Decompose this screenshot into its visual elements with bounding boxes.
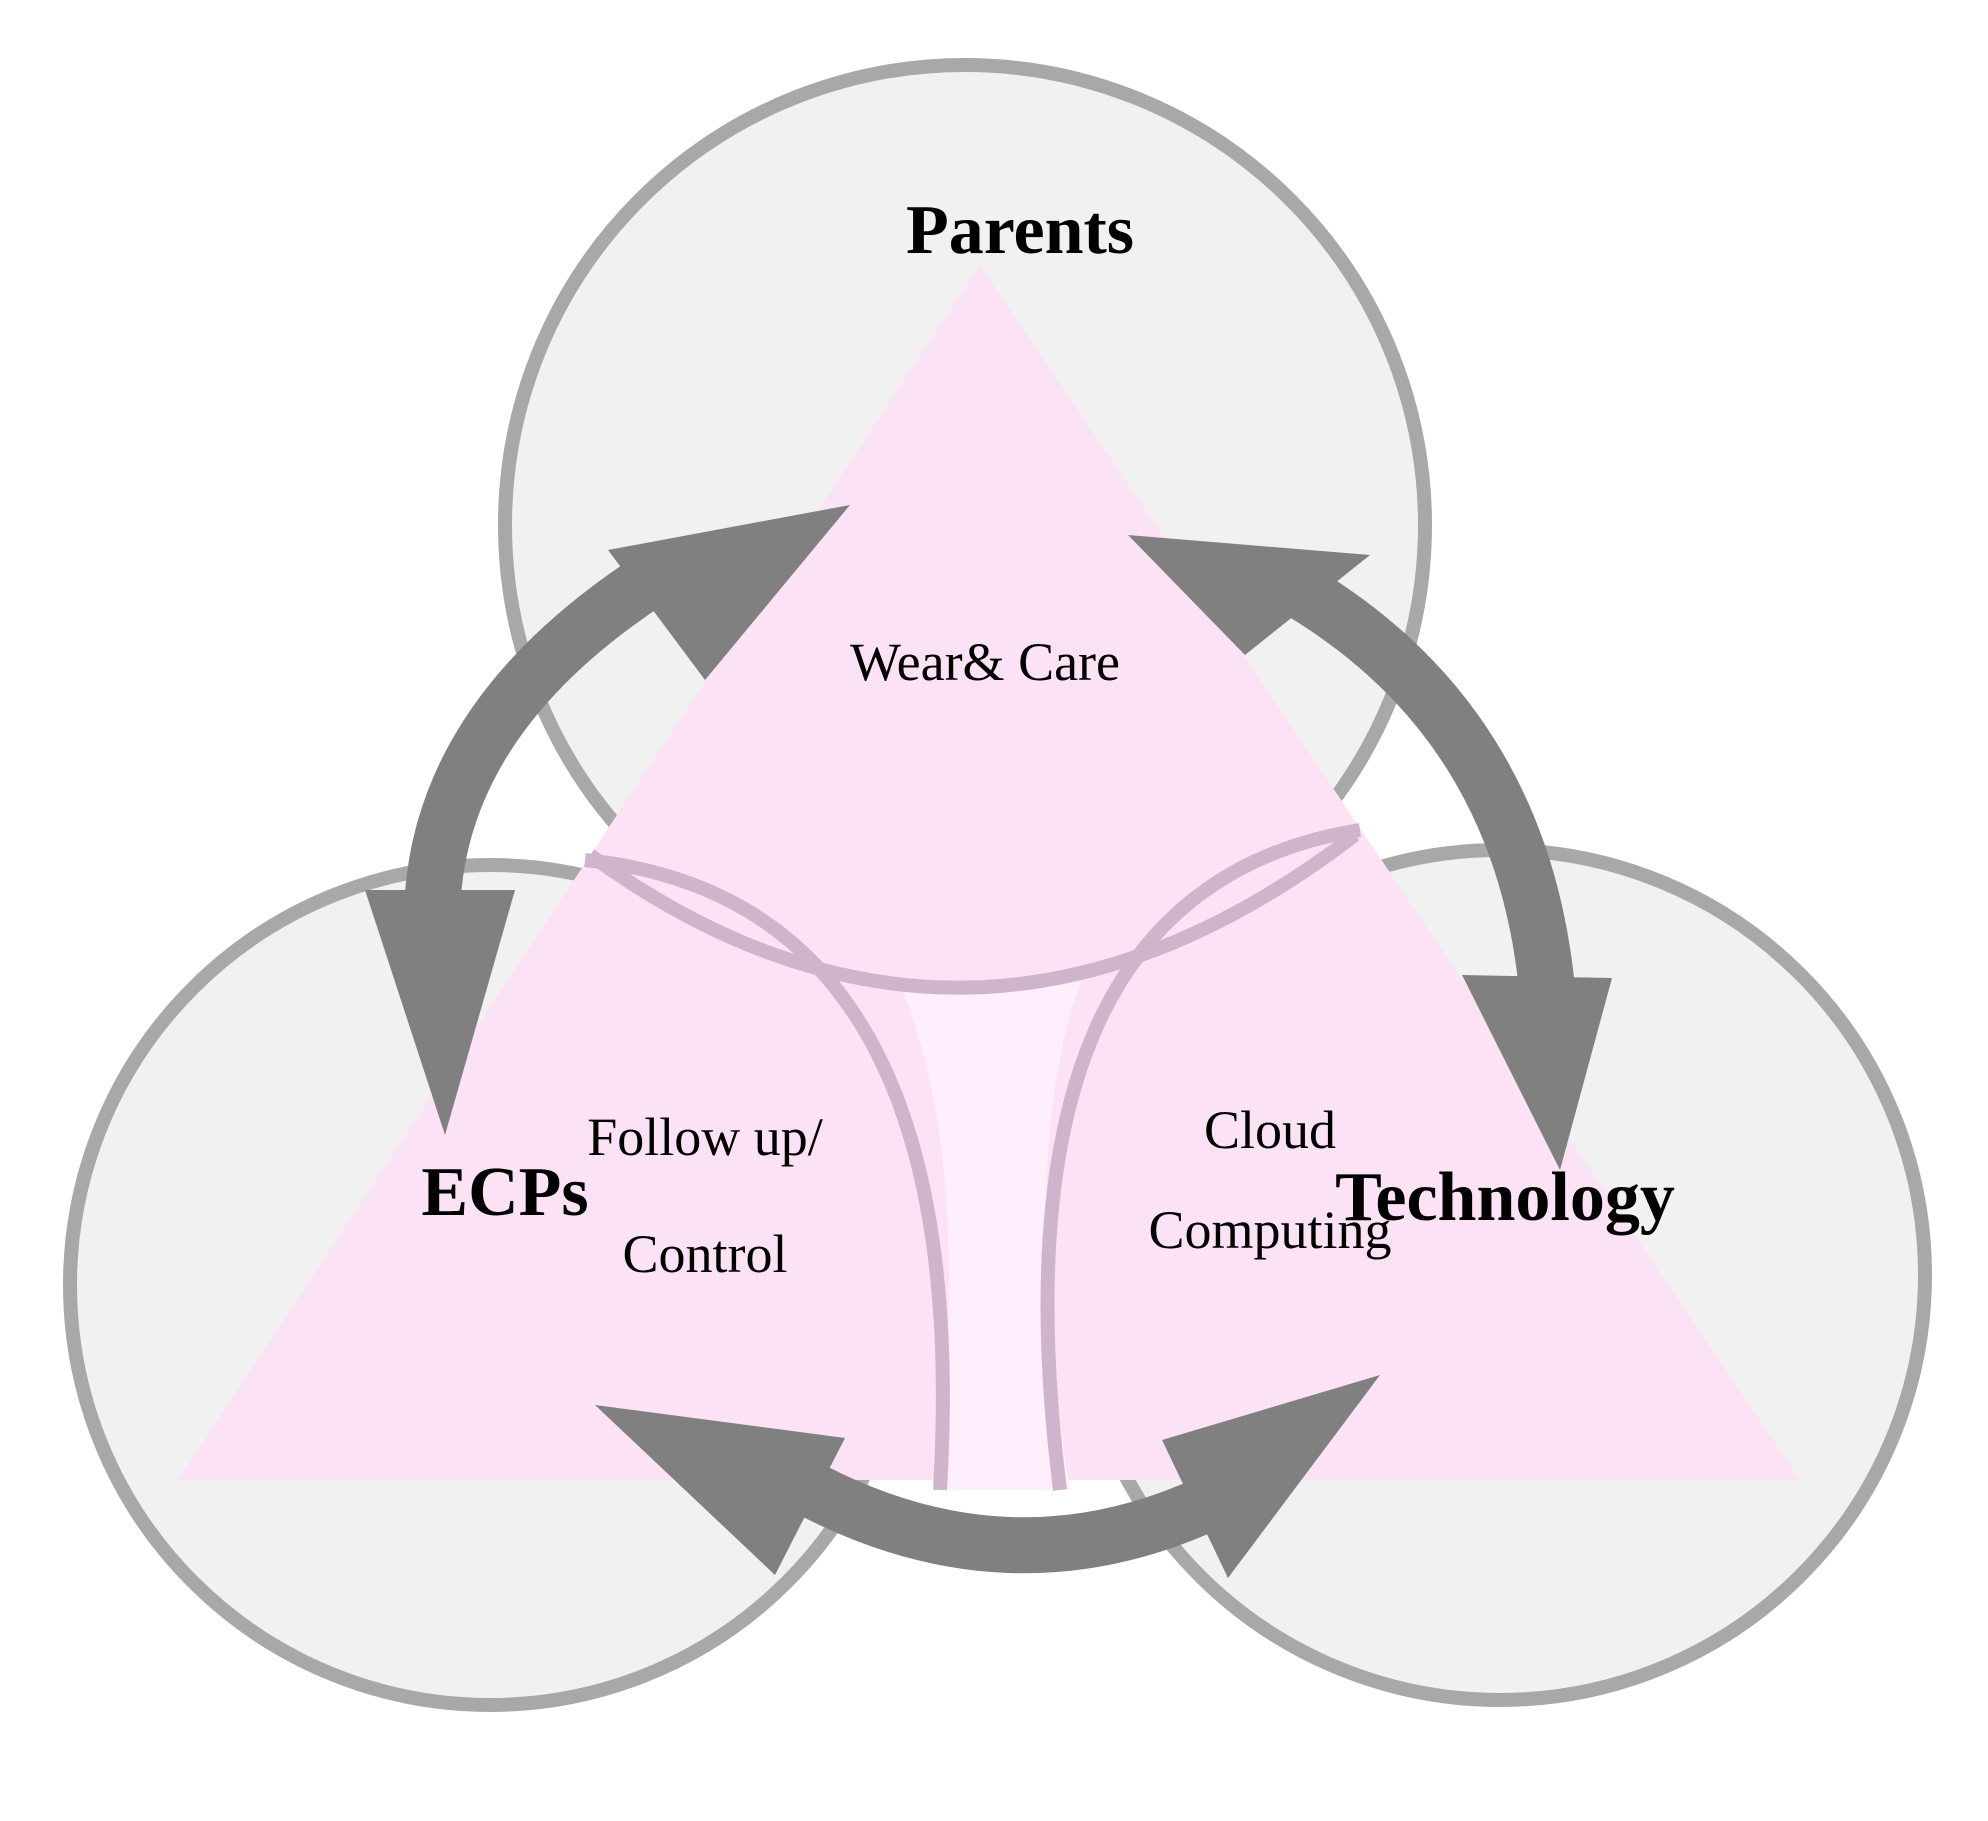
follow-up-label-line1: Follow up/ <box>587 1107 823 1167</box>
ecps-label: ECPs <box>421 1154 588 1231</box>
center-lens <box>900 970 1085 1490</box>
parents-technology-arrow <box>1128 535 1612 1170</box>
ecps-technology-arrow <box>595 1375 1380 1578</box>
cloud-label-line1: Cloud <box>1204 1100 1336 1160</box>
follow-up-label-line2: Control <box>622 1224 787 1284</box>
technology-inner-arc <box>1040 823 1362 1491</box>
parents-label: Parents <box>906 192 1134 269</box>
wear-care-label: Wear& Care <box>850 632 1120 692</box>
technology-label: Technology <box>1335 1159 1675 1236</box>
ecps-inner-arc <box>584 853 950 1491</box>
parents-ecps-arrow <box>365 505 850 1135</box>
parents-inner-arc <box>585 829 1360 995</box>
pink-triangle <box>178 265 1800 1480</box>
cloud-label-line2: Computing <box>1148 1200 1391 1260</box>
